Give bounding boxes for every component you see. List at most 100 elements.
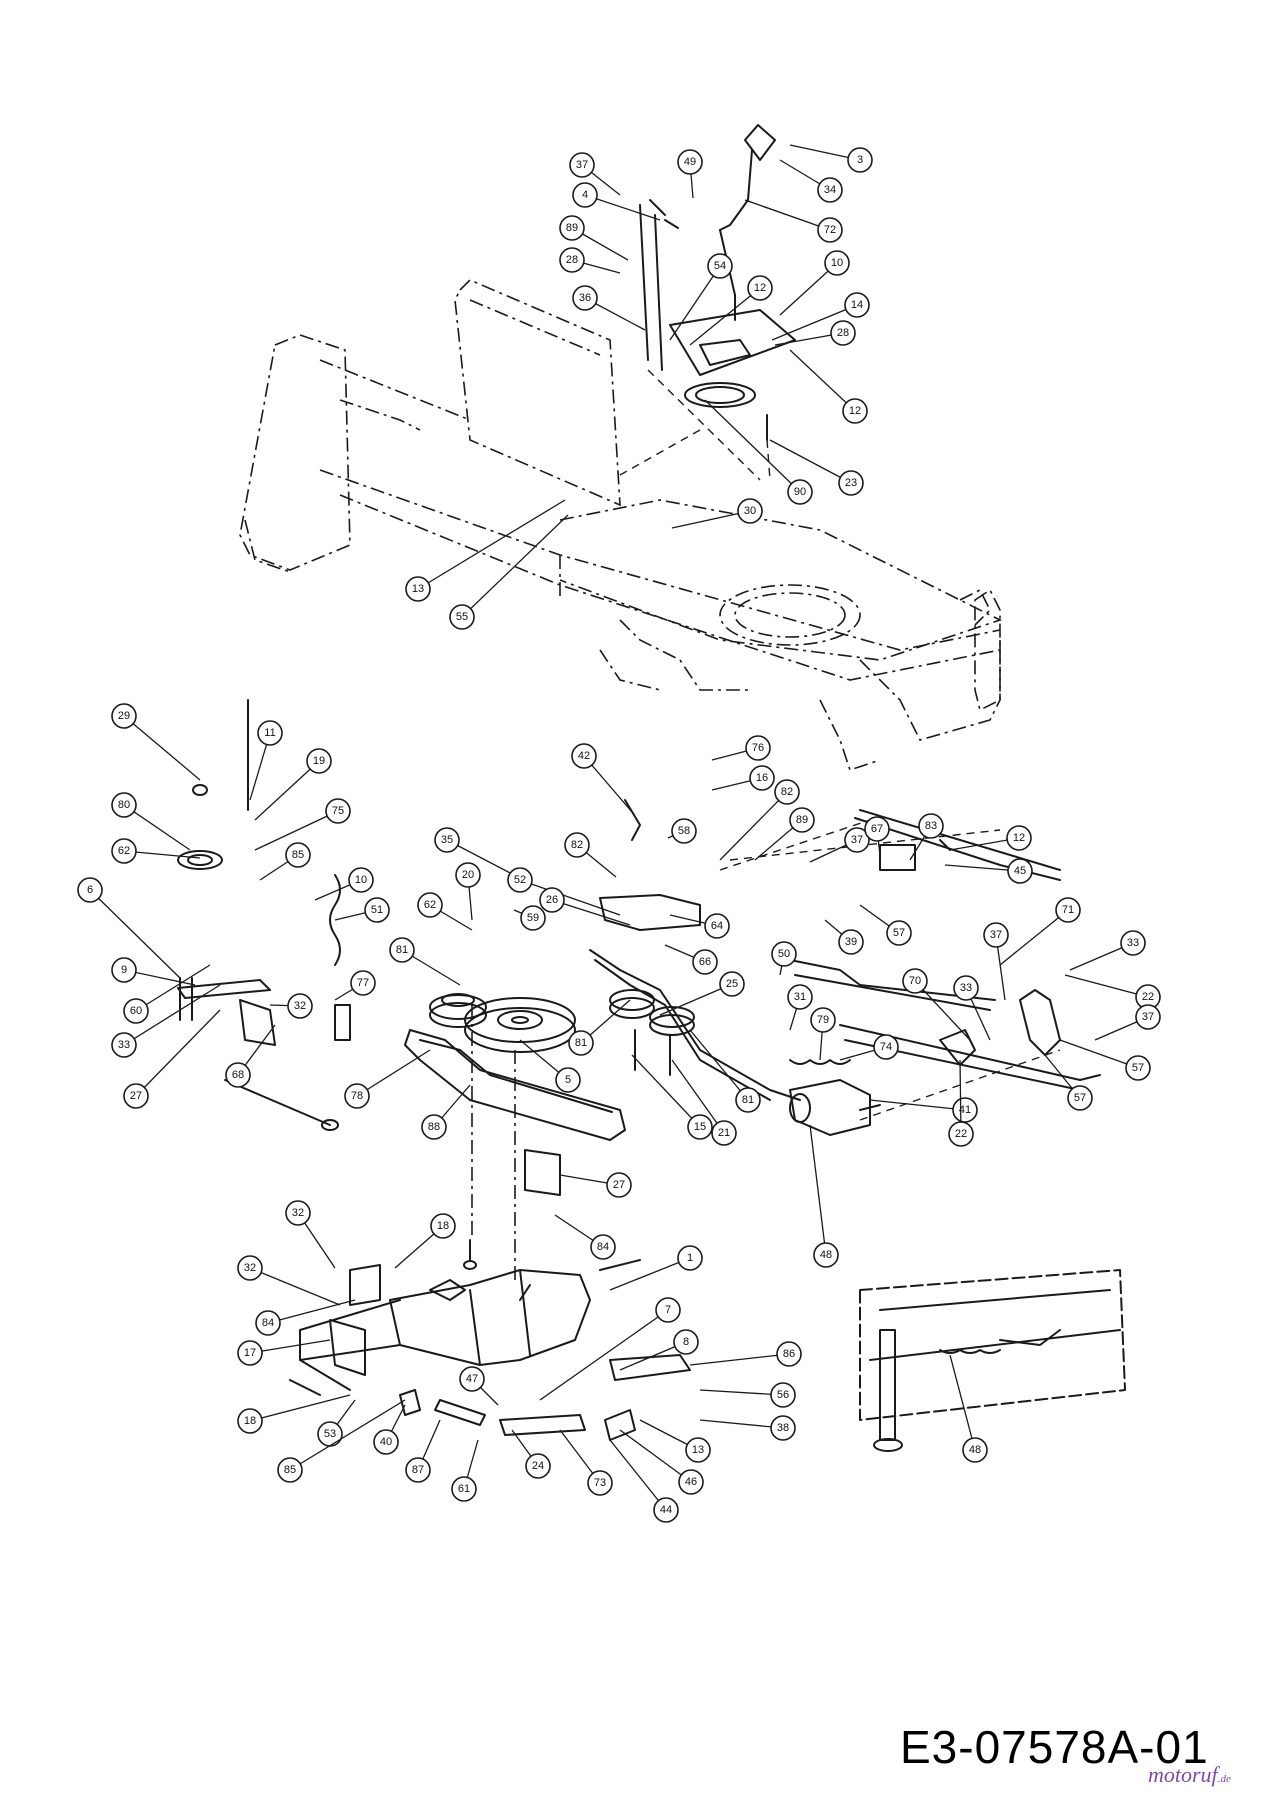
- callout-c-83: 83: [909, 813, 944, 861]
- callout-leader: [89, 889, 181, 979]
- callout-circle: [844, 292, 870, 318]
- callout-label: 27: [130, 1090, 142, 1102]
- callout-circle: [123, 998, 149, 1024]
- callout-c-1: 1: [609, 1245, 703, 1291]
- callout-label: 53: [324, 1428, 336, 1440]
- callout-c-38: 38: [699, 1415, 796, 1441]
- callout-c-18a: 18: [394, 1213, 456, 1269]
- callout-label: 84: [597, 1241, 609, 1253]
- callout-label: 55: [456, 611, 468, 623]
- callout-circle: [306, 748, 332, 774]
- callout-c-11: 11: [249, 720, 283, 801]
- callout-c-30: 30: [671, 498, 763, 529]
- callout-circle: [285, 1200, 311, 1226]
- callout-circle: [838, 929, 864, 955]
- callout-label: 11: [264, 727, 275, 739]
- callout-leader: [869, 1099, 966, 1111]
- callout-circle: [847, 147, 873, 173]
- callout-circle: [111, 792, 137, 818]
- callout-c-66: 66: [664, 944, 718, 975]
- callout-label: 86: [783, 1348, 795, 1360]
- callout-label: 48: [969, 1444, 981, 1456]
- callout-circle: [1055, 897, 1081, 923]
- callout-label: 62: [118, 845, 130, 857]
- callout-circle: [525, 1453, 551, 1479]
- callout-circle: [364, 897, 390, 923]
- callout-circle: [405, 576, 431, 602]
- callout-label: 47: [466, 1373, 478, 1385]
- callout-circle: [449, 604, 475, 630]
- callout-c-89a: 89: [559, 215, 629, 261]
- callout-circle: [572, 285, 598, 311]
- callout-c-28b: 28: [774, 320, 856, 346]
- callout-leader: [671, 1059, 725, 1134]
- callout-label: 17: [244, 1347, 256, 1359]
- callout-circle: [707, 253, 733, 279]
- callout-label: 81: [742, 1094, 754, 1106]
- callout-c-22a: 22: [1064, 974, 1161, 1010]
- callout-c-10a: 10: [779, 250, 850, 316]
- callout-circle: [789, 807, 815, 833]
- callout-circle: [873, 1034, 899, 1060]
- callout-circle: [787, 479, 813, 505]
- callout-circle: [237, 1255, 263, 1281]
- callout-c-12a: 12: [689, 275, 773, 346]
- callout-label: 60: [130, 1005, 142, 1017]
- callout-c-53: 53: [317, 1399, 356, 1447]
- callout-label: 58: [678, 825, 690, 837]
- callout-leader: [289, 1399, 406, 1471]
- callout-circle: [902, 968, 928, 994]
- callout-leader: [609, 1257, 691, 1291]
- callout-circle: [953, 975, 979, 1001]
- callout-leader: [914, 980, 971, 1041]
- callout-leader: [689, 287, 761, 346]
- callout-circle: [520, 905, 546, 931]
- callout-c-48b: 48: [949, 1354, 988, 1463]
- callout-c-73: 73: [559, 1429, 613, 1496]
- callout-label: 16: [756, 772, 768, 784]
- callout-circle: [344, 1083, 370, 1109]
- callout-label: 52: [514, 874, 526, 886]
- callout-circle: [430, 1213, 456, 1239]
- callout-circle: [771, 941, 797, 967]
- callout-label: 56: [777, 1389, 789, 1401]
- callout-c-34: 34: [779, 159, 843, 203]
- callout-circle: [237, 1340, 263, 1366]
- callout-label: 28: [837, 327, 849, 339]
- callout-leader: [719, 791, 788, 861]
- callout-circle: [842, 398, 868, 424]
- callout-label: 31: [794, 991, 806, 1003]
- callout-c-9: 9: [111, 957, 196, 986]
- callout-label: 24: [532, 1460, 544, 1472]
- callout-c-12b: 12: [789, 349, 868, 424]
- callout-circle: [886, 920, 912, 946]
- callout-circle: [864, 816, 890, 842]
- callout-circle: [225, 1062, 251, 1088]
- callout-leader: [771, 304, 858, 341]
- callout-circle: [1120, 930, 1146, 956]
- callout-label: 70: [909, 975, 921, 987]
- callout-leader: [699, 1419, 784, 1429]
- callout-circle: [948, 1121, 974, 1147]
- callout-circle: [348, 867, 374, 893]
- callout-label: 12: [1013, 832, 1025, 844]
- callout-circle: [277, 1457, 303, 1483]
- callout-label: 28: [566, 254, 578, 266]
- callout-c-57c: 57: [1044, 1054, 1093, 1111]
- callout-label: 10: [355, 874, 367, 886]
- callout-label: 89: [566, 222, 578, 234]
- callout-label: 75: [332, 805, 344, 817]
- callout-c-26: 26: [539, 887, 631, 926]
- callout-circle: [817, 177, 843, 203]
- callout-c-18b: 18: [237, 1394, 351, 1434]
- callout-label: 48: [820, 1249, 832, 1261]
- callout-leader: [267, 1299, 356, 1324]
- callout-label: 57: [1074, 1092, 1086, 1104]
- callout-label: 76: [752, 742, 764, 754]
- callout-leader: [123, 984, 221, 1046]
- callout-c-85b: 85: [277, 1399, 406, 1483]
- callout-circle: [745, 735, 771, 761]
- callout-leader: [619, 1429, 692, 1483]
- callout-circle: [539, 887, 565, 913]
